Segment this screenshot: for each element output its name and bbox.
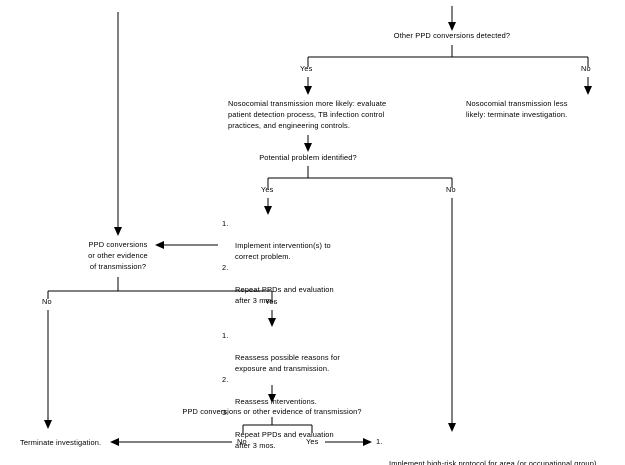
connector-other-conversions-no <box>584 77 592 95</box>
label-bottom-evidence-yes: Yes <box>306 437 319 446</box>
connector-evidence-split <box>47 277 273 299</box>
node-terminate-investigation: Terminate investigation. <box>20 438 102 447</box>
list-item-text: Reassess interventions. <box>235 397 317 406</box>
list-item: 1. Reassess possible reasons for exposur… <box>222 330 382 374</box>
list-item-number: 3. <box>222 408 229 417</box>
list-item: 2. Reassess interventions. <box>222 374 382 407</box>
connector-bottom-no <box>110 438 232 446</box>
list-high-risk-protocol: 1. Implement high-risk protocol for area… <box>376 436 625 465</box>
connector-nosocomial-to-potential <box>304 135 312 152</box>
connector-potential-yes <box>264 198 272 215</box>
connector-entry-top <box>448 6 456 31</box>
node-nosocomial-transmission-less-likely: Nosocomial transmission less likely: ter… <box>466 99 568 119</box>
list-item-text: Implement high-risk protocol for area (o… <box>389 459 599 465</box>
node-nosocomial-transmission-more-likely: Nosocomial transmission more likely: eva… <box>228 99 387 130</box>
list-item-text: Implement intervention(s) to correct pro… <box>235 241 331 261</box>
list-item-number: 2. <box>222 263 229 272</box>
label-potential-problem-yes: Yes <box>261 185 274 194</box>
list-item-text: Repeat PPDs and evaluation after 3 mos. <box>235 285 334 305</box>
label-bottom-evidence-no: No <box>237 437 247 446</box>
node-ppd-conversions-evidence-bottom: PPD conversions or other evidence of tra… <box>182 407 362 416</box>
node-potential-problem-identified: Potential problem identified? <box>259 153 357 162</box>
connector-bottom-yes <box>325 438 372 446</box>
connector-potential-no <box>448 198 456 432</box>
list-item-number: 2. <box>222 375 229 384</box>
node-other-ppd-conversions-detected: Other PPD conversions detected? <box>393 31 511 40</box>
list-implement-interventions: 1. Implement intervention(s) to correct … <box>222 218 362 306</box>
connector-potential-problem-split <box>267 166 453 188</box>
connector-evidence-no <box>44 310 52 429</box>
connector-bottom-evidence-split <box>242 417 313 433</box>
list-item: 1. Implement high-risk protocol for area… <box>376 436 625 465</box>
connector-evidence-yes <box>268 310 276 327</box>
label-other-conversions-no: No <box>581 64 591 73</box>
connector-top-left-feed <box>114 12 122 236</box>
label-potential-problem-no: No <box>446 185 456 194</box>
label-evidence-no: No <box>42 297 52 306</box>
list-item: 2. Repeat PPDs and evaluation after 3 mo… <box>222 262 362 306</box>
list-item-number: 1. <box>222 331 229 340</box>
connector-reassess-to-bottom <box>268 385 276 403</box>
list-item-text: Reassess possible reasons for exposure a… <box>235 353 340 373</box>
list-item-number: 1. <box>222 219 229 228</box>
connector-other-conversions-split <box>307 45 589 67</box>
label-other-conversions-yes: Yes <box>300 64 313 73</box>
connector-intervention-to-evidence <box>155 241 218 249</box>
label-evidence-yes: Yes <box>265 297 278 306</box>
list-item-text: Repeat PPDs and evaluation after 3 mos. <box>235 430 334 450</box>
list-item: 1. Implement intervention(s) to correct … <box>222 218 362 262</box>
list-item-number: 1. <box>376 437 383 446</box>
connector-other-conversions-yes <box>304 77 312 95</box>
list-reassess-actions: 1. Reassess possible reasons for exposur… <box>222 330 382 451</box>
list-item: 3. Repeat PPDs and evaluation after 3 mo… <box>222 407 382 451</box>
node-ppd-conversions-or-other-evidence: PPD conversions or other evidence of tra… <box>88 240 148 271</box>
